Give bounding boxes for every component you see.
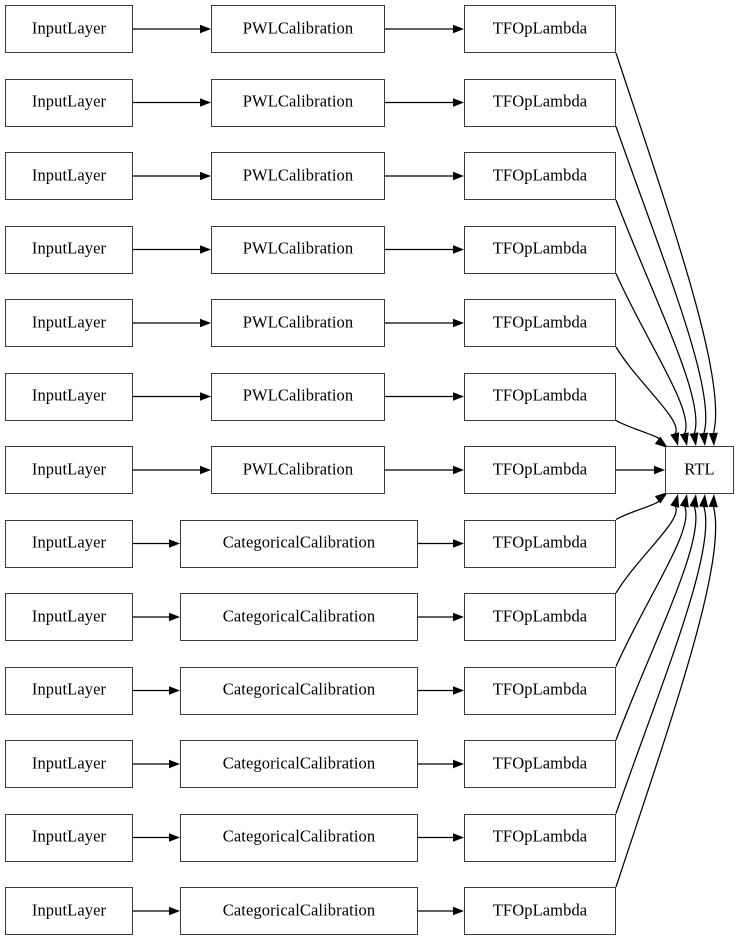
node-label: InputLayer (31, 385, 107, 405)
node-label: InputLayer (31, 459, 107, 479)
node-label: PWLCalibration (242, 385, 354, 405)
node-label: InputLayer (31, 900, 107, 920)
node-label: InputLayer (31, 165, 107, 185)
node-categorical-calibration-7[interactable]: CategoricalCalibration (180, 519, 418, 568)
node-label: InputLayer (31, 679, 107, 699)
node-input-layer-11[interactable]: InputLayer (5, 813, 133, 862)
node-label: InputLayer (31, 91, 107, 111)
node-label: InputLayer (31, 238, 107, 258)
node-label: TFOpLambda (492, 18, 588, 38)
node-input-layer-0[interactable]: InputLayer (5, 5, 133, 53)
node-input-layer-3[interactable]: InputLayer (5, 225, 133, 274)
node-categorical-calibration-10[interactable]: CategoricalCalibration (180, 740, 418, 788)
node-input-layer-12[interactable]: InputLayer (5, 887, 133, 935)
node-input-layer-6[interactable]: InputLayer (5, 446, 133, 494)
node-label: PWLCalibration (242, 18, 354, 38)
node-label: TFOpLambda (492, 532, 588, 552)
node-label: InputLayer (31, 312, 107, 332)
node-label: TFOpLambda (492, 91, 588, 111)
node-pwl-calibration-5[interactable]: PWLCalibration (211, 372, 385, 421)
node-tf-op-lambda-6[interactable]: TFOpLambda (464, 446, 616, 494)
node-tf-op-lambda-12[interactable]: TFOpLambda (464, 887, 616, 935)
node-label: PWLCalibration (242, 459, 354, 479)
node-label: PWLCalibration (242, 91, 354, 111)
node-input-layer-8[interactable]: InputLayer (5, 593, 133, 641)
node-pwl-calibration-6[interactable]: PWLCalibration (211, 446, 385, 494)
node-input-layer-1[interactable]: InputLayer (5, 78, 133, 127)
node-pwl-calibration-4[interactable]: PWLCalibration (211, 299, 385, 347)
node-label: CategoricalCalibration (222, 532, 376, 552)
node-pwl-calibration-0[interactable]: PWLCalibration (211, 5, 385, 53)
node-label: PWLCalibration (242, 238, 354, 258)
node-label: CategoricalCalibration (222, 606, 376, 626)
node-label: InputLayer (31, 18, 107, 38)
node-label: CategoricalCalibration (222, 753, 376, 773)
node-categorical-calibration-8[interactable]: CategoricalCalibration (180, 593, 418, 641)
node-label: InputLayer (31, 753, 107, 773)
node-pwl-calibration-2[interactable]: PWLCalibration (211, 152, 385, 200)
node-tf-op-lambda-7[interactable]: TFOpLambda (464, 519, 616, 568)
node-categorical-calibration-12[interactable]: CategoricalCalibration (180, 887, 418, 935)
node-rtl-output[interactable]: RTL (665, 446, 734, 494)
node-label: InputLayer (31, 532, 107, 552)
node-tf-op-lambda-3[interactable]: TFOpLambda (464, 225, 616, 274)
node-pwl-calibration-1[interactable]: PWLCalibration (211, 78, 385, 127)
node-label: TFOpLambda (492, 165, 588, 185)
node-label: CategoricalCalibration (222, 900, 376, 920)
node-tf-op-lambda-5[interactable]: TFOpLambda (464, 372, 616, 421)
node-tf-op-lambda-11[interactable]: TFOpLambda (464, 813, 616, 862)
node-input-layer-7[interactable]: InputLayer (5, 519, 133, 568)
node-pwl-calibration-3[interactable]: PWLCalibration (211, 225, 385, 274)
node-label: InputLayer (31, 826, 107, 846)
node-label: RTL (684, 459, 715, 479)
node-input-layer-4[interactable]: InputLayer (5, 299, 133, 347)
node-label: TFOpLambda (492, 459, 588, 479)
node-categorical-calibration-11[interactable]: CategoricalCalibration (180, 813, 418, 862)
node-tf-op-lambda-9[interactable]: TFOpLambda (464, 666, 616, 715)
node-label: CategoricalCalibration (222, 679, 376, 699)
node-label: TFOpLambda (492, 826, 588, 846)
node-tf-op-lambda-1[interactable]: TFOpLambda (464, 78, 616, 127)
node-label: CategoricalCalibration (222, 826, 376, 846)
node-label: TFOpLambda (492, 679, 588, 699)
node-tf-op-lambda-0[interactable]: TFOpLambda (464, 5, 616, 53)
node-tf-op-lambda-4[interactable]: TFOpLambda (464, 299, 616, 347)
node-label: TFOpLambda (492, 385, 588, 405)
node-label: PWLCalibration (242, 312, 354, 332)
node-input-layer-5[interactable]: InputLayer (5, 372, 133, 421)
node-label: TFOpLambda (492, 238, 588, 258)
node-label: TFOpLambda (492, 312, 588, 332)
node-input-layer-2[interactable]: InputLayer (5, 152, 133, 200)
node-tf-op-lambda-10[interactable]: TFOpLambda (464, 740, 616, 788)
node-label: TFOpLambda (492, 753, 588, 773)
node-input-layer-10[interactable]: InputLayer (5, 740, 133, 788)
node-categorical-calibration-9[interactable]: CategoricalCalibration (180, 666, 418, 715)
node-label: PWLCalibration (242, 165, 354, 185)
node-tf-op-lambda-8[interactable]: TFOpLambda (464, 593, 616, 641)
node-tf-op-lambda-2[interactable]: TFOpLambda (464, 152, 616, 200)
node-label: InputLayer (31, 606, 107, 626)
node-input-layer-9[interactable]: InputLayer (5, 666, 133, 715)
node-label: TFOpLambda (492, 606, 588, 626)
node-label: TFOpLambda (492, 900, 588, 920)
